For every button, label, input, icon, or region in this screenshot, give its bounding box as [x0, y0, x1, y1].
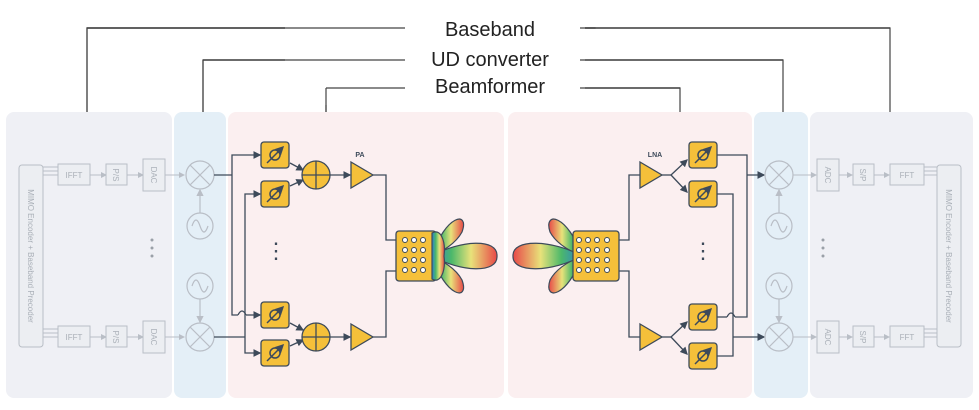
rx-adc-block-1	[816, 158, 840, 192]
tx-ps-label-1: P/S	[111, 169, 120, 182]
rx-baseband: ADC S/P FFT ADC S/P FFT MIMO Encoder + B…	[793, 158, 962, 354]
tx-ifft-block-1	[57, 163, 91, 186]
tx-encoder-label: MIMO Encoder + Baseband Precoder	[26, 189, 35, 323]
tx-antenna-elements	[402, 237, 426, 273]
tx-ellipsis: ⋮	[265, 238, 287, 263]
rx-adc-label-2: ADC	[823, 329, 832, 346]
rx-antenna-elements	[576, 237, 610, 273]
tx-dac-label-1: DAC	[149, 167, 158, 184]
tx-dac-block-1	[142, 158, 166, 192]
rx-fft-label-1: FFT	[900, 171, 915, 180]
tx-dac-block-2	[142, 320, 166, 354]
rx-baseband-ellipsis	[821, 238, 825, 258]
baseband-bracket-l	[86, 27, 285, 112]
rx-fft-label-2: FFT	[900, 333, 915, 342]
tx-ps-label-2: P/S	[111, 331, 120, 344]
rx-phase-shifters	[688, 141, 718, 370]
tx-dac-label-2: DAC	[149, 329, 158, 346]
tx-baseband-panel	[6, 112, 172, 398]
lna-icon	[639, 322, 664, 352]
tx-encoder-block	[18, 164, 44, 348]
phase-shifter-icon	[688, 342, 718, 370]
phase-shifter-icon	[688, 180, 718, 208]
tx-beamformer-wires	[214, 151, 396, 357]
tx-baseband: MIMO Encoder + Baseband Precoder IFFT P/…	[18, 158, 185, 354]
rx-sp-label-2: S/P	[858, 331, 867, 344]
tx-ps-block-2	[105, 325, 128, 348]
ud-converter-label: UD converter	[431, 49, 549, 71]
phase-shifter-icon	[260, 339, 290, 367]
tx-ifft-block-2	[57, 325, 91, 348]
tx-power-amplifiers	[350, 160, 375, 352]
rx-fft-block-1	[889, 163, 925, 186]
phase-shifter-icon	[260, 141, 290, 169]
tx-side-lobe	[431, 231, 445, 281]
phase-shifter-icon	[688, 303, 718, 331]
rx-adc-block-2	[816, 320, 840, 354]
tx-ifft-label-1: IFFT	[66, 171, 83, 180]
baseband-bracket-left	[86, 27, 285, 112]
rx-decoder-block	[936, 164, 962, 348]
tx-baseband-ellipsis	[150, 238, 154, 258]
tx-converter-panel	[174, 112, 226, 398]
pa-icon	[350, 160, 375, 190]
tx-converter	[185, 160, 215, 352]
rx-beamformer-wires	[619, 154, 766, 357]
pa-label: PA	[355, 152, 364, 159]
tx-phase-shifters	[260, 141, 290, 367]
phase-shifter-icon	[260, 180, 290, 208]
rx-converter-panel	[754, 112, 808, 398]
rx-baseband-panel	[810, 112, 973, 398]
tx-ps-block-1	[105, 163, 128, 186]
lna-icon	[639, 160, 664, 190]
pa-icon	[350, 322, 375, 352]
tx-combiners	[301, 160, 331, 352]
rx-fft-block-2	[889, 325, 925, 348]
lna-label: LNA	[648, 152, 662, 159]
beamformer-label: Beamformer	[435, 76, 545, 98]
rx-adc-label-1: ADC	[823, 167, 832, 184]
baseband-label: Baseband	[445, 19, 535, 41]
phase-shifter-icon	[688, 141, 718, 169]
rx-low-noise-amplifiers	[639, 160, 664, 352]
ud-bracket-l	[202, 59, 289, 112]
rx-sp-label-1: S/P	[858, 169, 867, 182]
tx-ifft-label-2: IFFT	[66, 333, 83, 342]
rx-ellipsis: ⋮	[692, 238, 714, 263]
rx-decoder-label: MIMO Encoder + Baseband Precoder	[944, 189, 953, 323]
rx-sp-block-1	[852, 163, 875, 186]
rx-sp-block-2	[852, 325, 875, 348]
phase-shifter-icon	[260, 301, 290, 329]
